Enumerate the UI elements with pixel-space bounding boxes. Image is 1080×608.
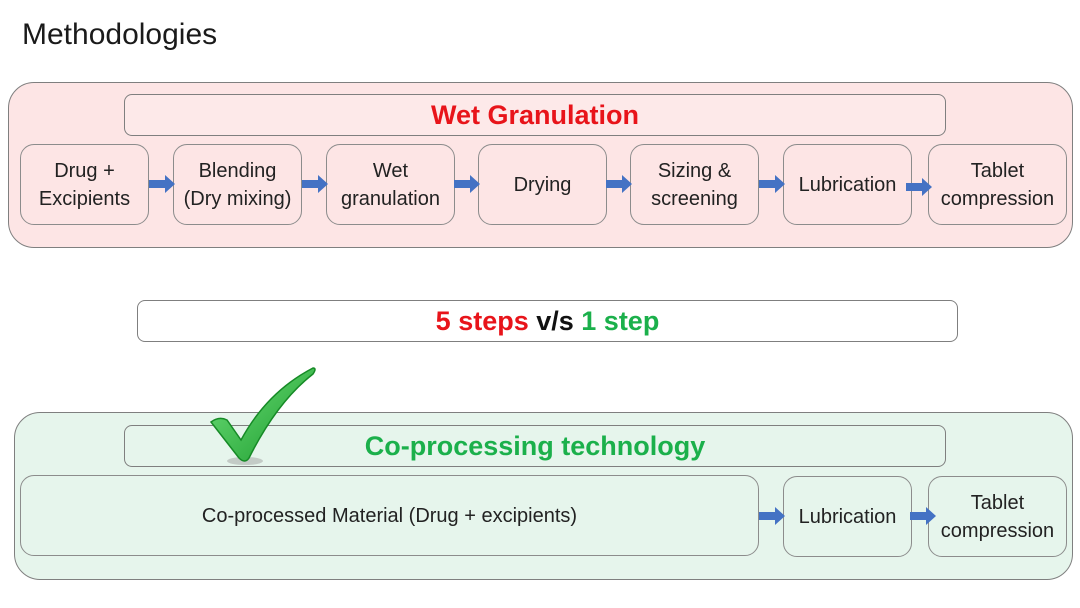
wet-granulation-heading: Wet Granulation — [124, 94, 946, 136]
page-title: Methodologies — [22, 18, 218, 51]
step-tablet-compression: Tablet compression — [928, 144, 1067, 225]
step-sizing-screening: Sizing & screening — [630, 144, 759, 225]
comparison-vs: v/s — [528, 305, 582, 336]
arrow-icon — [606, 175, 632, 193]
step-co-tablet-compression: Tablet compression — [928, 476, 1067, 557]
checkmark-icon — [209, 367, 316, 465]
step-drug-excipients: Drug + Excipients — [20, 144, 149, 225]
step-co-lubrication: Lubrication — [783, 476, 912, 557]
arrow-icon — [149, 175, 175, 193]
arrow-icon — [906, 178, 932, 196]
comparison-left: 5 steps — [435, 305, 529, 336]
comparison-right: 1 step — [581, 305, 660, 336]
steps-comparison: 5 steps v/s 1 step — [137, 300, 958, 342]
arrow-icon — [759, 175, 785, 193]
step-lubrication: Lubrication — [783, 144, 912, 225]
step-co-processed-material: Co-processed Material (Drug + excipients… — [20, 475, 759, 556]
step-wet-granulation: Wet granulation — [326, 144, 455, 225]
step-blending: Blending (Dry mixing) — [173, 144, 302, 225]
arrow-icon — [454, 175, 480, 193]
step-drying: Drying — [478, 144, 607, 225]
arrow-icon — [759, 507, 785, 525]
arrow-icon — [910, 507, 936, 525]
arrow-icon — [302, 175, 328, 193]
